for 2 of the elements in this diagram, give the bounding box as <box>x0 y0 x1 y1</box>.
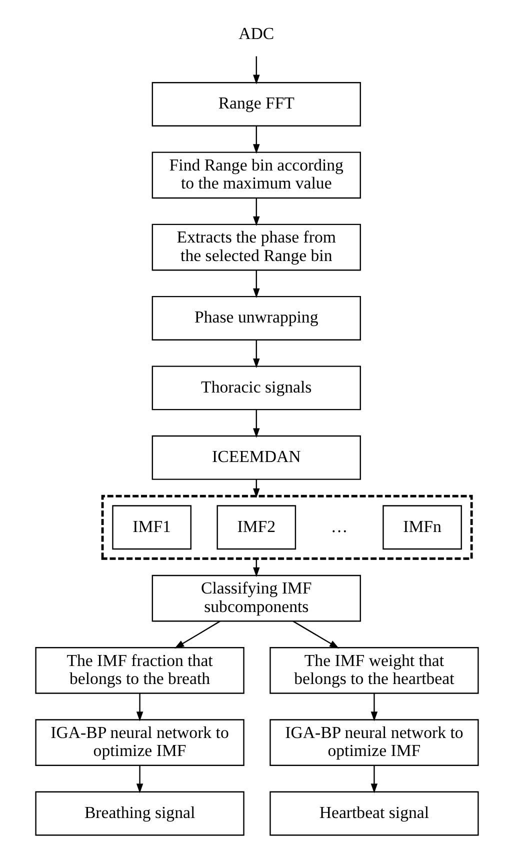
node-text: ADC <box>238 24 274 43</box>
label: … <box>330 516 348 536</box>
